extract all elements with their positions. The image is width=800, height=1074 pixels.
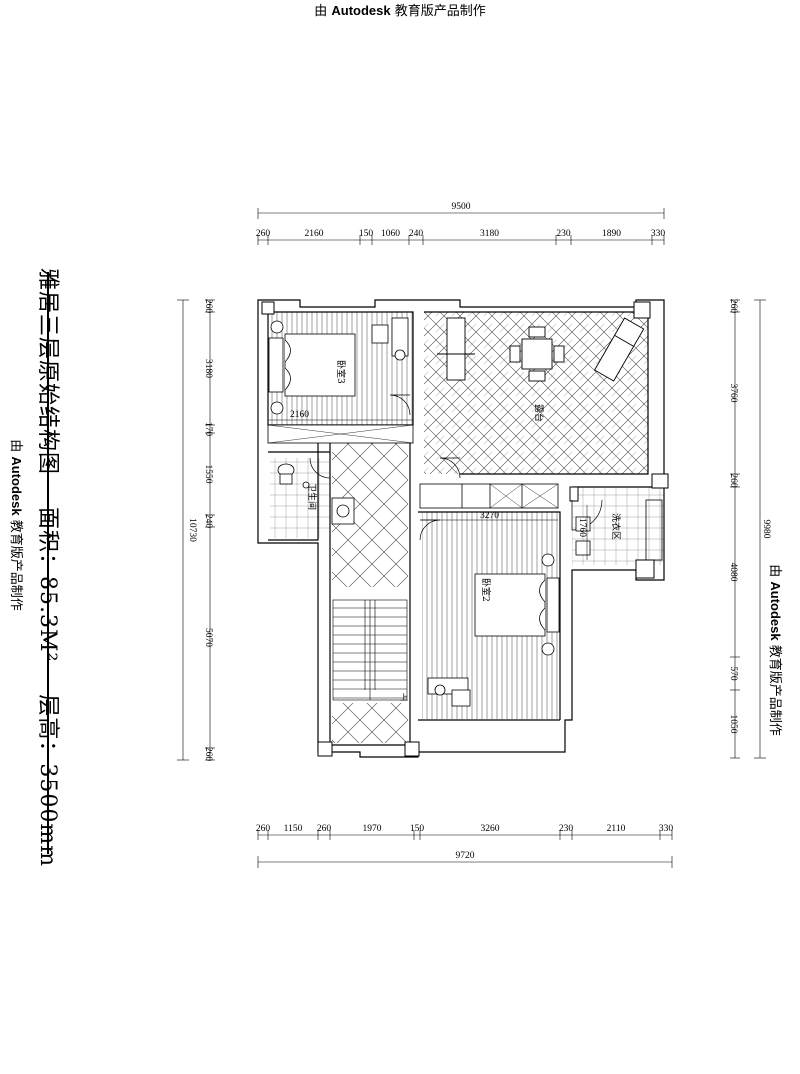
inner-dim-bedroom3: 2160 bbox=[290, 410, 309, 420]
left-dim-4: 240 bbox=[203, 514, 213, 529]
left-dim-0: 260 bbox=[203, 299, 213, 314]
desk-bedroom3 bbox=[371, 317, 409, 361]
right-dim-3: 4080 bbox=[728, 563, 738, 582]
watermark-top: 由 Autodesk 教育版产品制作 bbox=[314, 3, 486, 19]
left-dimension-chain: 10730 260 3180 170 1550 240 5070 260 bbox=[177, 299, 215, 762]
top-total-dim: 9500 bbox=[452, 202, 471, 212]
left-dim-2: 170 bbox=[203, 422, 213, 437]
right-dim-1: 3760 bbox=[728, 384, 738, 403]
bottom-dim-4: 150 bbox=[410, 824, 425, 834]
landing-floor bbox=[332, 703, 408, 743]
top-dim-2: 150 bbox=[359, 229, 374, 239]
left-dim-5: 5070 bbox=[203, 628, 213, 647]
laundry-fixtures bbox=[575, 499, 663, 561]
top-dim-5: 3180 bbox=[480, 229, 499, 239]
staircase: 上 bbox=[332, 599, 408, 702]
right-dim-2: 260 bbox=[728, 473, 738, 488]
top-dim-8: 330 bbox=[651, 229, 666, 239]
top-dim-4: 240 bbox=[409, 229, 424, 239]
inner-dim-laundry: 1760 bbox=[577, 518, 587, 537]
bottom-dim-3: 1970 bbox=[363, 824, 382, 834]
room-label-laundry: 洗衣区 bbox=[610, 513, 622, 540]
top-dim-7: 1890 bbox=[602, 229, 621, 239]
bottom-dim-7: 2110 bbox=[607, 824, 626, 834]
room-label-bedroom3: 卧室3 bbox=[335, 360, 347, 384]
left-dim-1: 3180 bbox=[203, 359, 213, 378]
bottom-dim-2: 260 bbox=[317, 824, 332, 834]
bottom-dim-5: 3260 bbox=[481, 824, 500, 834]
wall-piers bbox=[261, 301, 669, 757]
right-total-dim: 9980 bbox=[761, 520, 771, 539]
top-dim-0: 260 bbox=[256, 229, 271, 239]
bottom-dim-0: 260 bbox=[256, 824, 271, 834]
svg-text:上: 上 bbox=[400, 693, 408, 702]
bottom-dim-6: 230 bbox=[559, 824, 574, 834]
wardrobes bbox=[267, 424, 559, 509]
bottom-total-dim: 9720 bbox=[456, 851, 475, 861]
bed-bedroom2 bbox=[474, 553, 560, 656]
right-dim-0: 260 bbox=[728, 299, 738, 314]
right-dimension-chain: 9980 260 3760 260 4080 570 1050 bbox=[728, 299, 771, 759]
bathroom-fixtures bbox=[277, 463, 355, 525]
bottom-dimension-chain: 9720 260 1150 260 1970 150 3260 230 2110 330 bbox=[256, 824, 674, 868]
bed-bedroom3 bbox=[268, 320, 356, 415]
terrace-furniture bbox=[437, 317, 645, 382]
inner-dim-bedroom2: 3270 bbox=[480, 511, 499, 521]
title-underline bbox=[47, 272, 49, 854]
right-dim-4: 570 bbox=[728, 666, 738, 681]
left-dim-6: 260 bbox=[203, 747, 213, 762]
desk-bedroom2 bbox=[427, 677, 471, 707]
top-dimension-chain: 9500 260 2160 150 1060 240 3180 230 1890 330 bbox=[256, 202, 666, 245]
bottom-dim-1: 1150 bbox=[284, 824, 303, 834]
left-total-dim: 10730 bbox=[187, 518, 197, 542]
room-labels: 卧室3 露台 卫生间 卧室2 洗衣区 bbox=[306, 360, 622, 602]
room-label-terrace: 露台 bbox=[533, 404, 545, 422]
top-dim-1: 2160 bbox=[305, 229, 324, 239]
bottom-dim-8: 330 bbox=[659, 824, 674, 834]
right-dim-5: 1050 bbox=[728, 715, 738, 734]
left-dim-3: 1550 bbox=[203, 465, 213, 484]
room-label-bedroom2: 卧室2 bbox=[480, 578, 492, 602]
inner-dimensions: 2160 3270 1760 bbox=[268, 410, 588, 560]
room-label-bathroom: 卫生间 bbox=[306, 483, 318, 510]
top-dim-3: 1060 bbox=[381, 229, 400, 239]
top-dim-6: 230 bbox=[556, 229, 571, 239]
